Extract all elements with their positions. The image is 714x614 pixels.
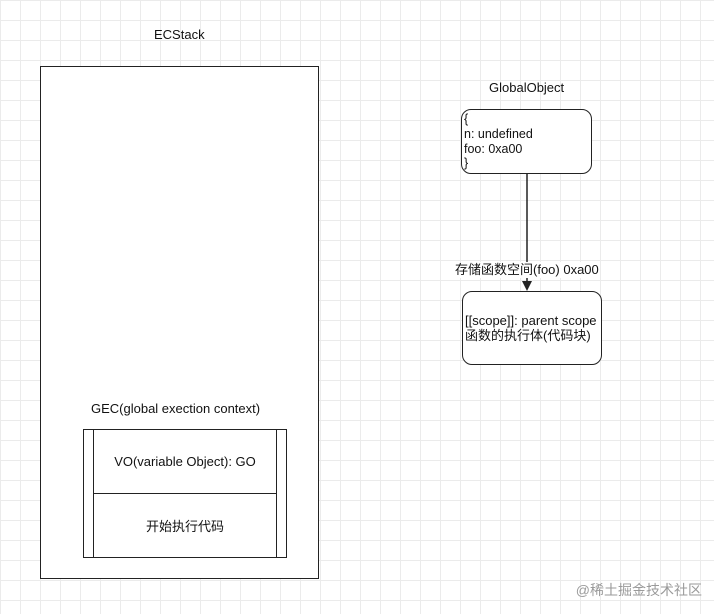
function-object-box: [[scope]]: parent scope 函数的执行体(代码块) bbox=[462, 291, 602, 365]
gec-title: GEC(global exection context) bbox=[91, 401, 261, 416]
gec-divider bbox=[94, 493, 276, 494]
gec-box: VO(variable Object): GO 开始执行代码 bbox=[83, 429, 287, 558]
global-object-line-3: foo: 0xa00 bbox=[464, 142, 523, 156]
watermark-text: @稀土掘金技术社区 bbox=[575, 582, 702, 598]
ecstack-title: ECStack bbox=[154, 27, 205, 42]
global-object-line-1: { bbox=[464, 112, 469, 126]
reference-arrowhead bbox=[522, 281, 532, 291]
global-object-line-2: n: undefined bbox=[464, 127, 533, 141]
function-address-label: 存储函数空间(foo) 0xa00 bbox=[455, 262, 599, 278]
exec-row: 开始执行代码 bbox=[145, 519, 224, 534]
function-scope-line: [[scope]]: parent scope bbox=[465, 313, 597, 328]
global-object-title: GlobalObject bbox=[489, 80, 565, 95]
global-object-box: { n: undefined foo: 0xa00 } bbox=[461, 109, 592, 174]
gec-right-bar bbox=[276, 430, 277, 557]
vo-row: VO(variable Object): GO bbox=[114, 454, 256, 469]
global-object-line-4: } bbox=[464, 156, 469, 170]
function-body-line: 函数的执行体(代码块) bbox=[465, 328, 591, 343]
gec-left-bar bbox=[93, 430, 94, 557]
